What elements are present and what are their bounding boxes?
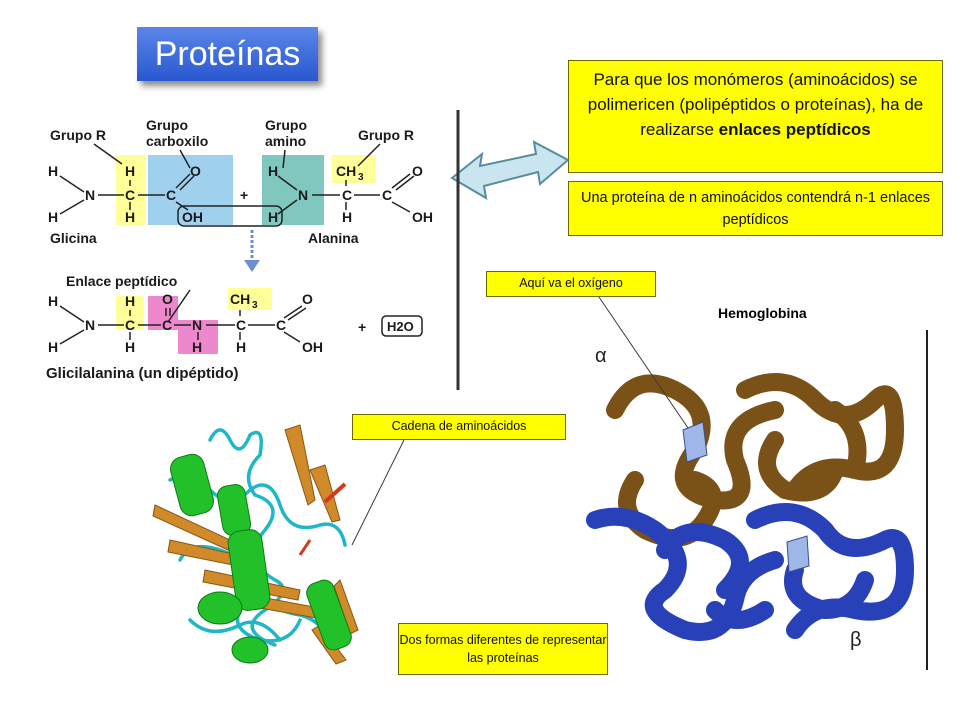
- carboxyl-highlight: [148, 155, 233, 225]
- oxygen-label: Aquí va el oxígeno: [486, 271, 656, 297]
- peptide-bond-text: Para que los monómeros (aminoácidos) se …: [587, 70, 924, 139]
- svg-text:H: H: [48, 293, 58, 309]
- svg-text:3: 3: [252, 300, 258, 311]
- svg-text:H: H: [236, 339, 246, 355]
- representation-note: Dos formas diferentes de representar las…: [398, 623, 608, 675]
- svg-text:C: C: [236, 317, 246, 333]
- svg-text:N: N: [298, 187, 308, 203]
- peptide-count-note: Una proteína de n aminoácidos contendrá …: [568, 181, 943, 236]
- beta-chains: [586, 503, 914, 641]
- svg-text:H: H: [48, 209, 58, 225]
- beta-label: β: [850, 629, 862, 651]
- svg-text:O: O: [302, 291, 313, 307]
- svg-text:H: H: [342, 209, 352, 225]
- svg-text:OH: OH: [302, 339, 323, 355]
- side-chain-highlight-1: [116, 155, 146, 225]
- svg-text:C: C: [276, 317, 286, 333]
- label-dipeptide: Glicilalanina (un dipéptido): [46, 365, 239, 382]
- svg-text:CH: CH: [336, 163, 356, 179]
- water-molecule: H2O: [387, 319, 414, 334]
- svg-text:H: H: [125, 209, 135, 225]
- svg-text:H: H: [125, 293, 135, 309]
- peptide-bond-explanation: Para que los monómeros (aminoácidos) se …: [568, 60, 943, 173]
- hemoglobin-model: α β: [586, 330, 928, 670]
- svg-text:C: C: [125, 317, 135, 333]
- svg-text:+: +: [358, 319, 366, 335]
- svg-text:H: H: [125, 163, 135, 179]
- svg-text:H: H: [48, 163, 58, 179]
- svg-text:H: H: [192, 339, 202, 355]
- svg-text:N: N: [85, 317, 95, 333]
- svg-text:C: C: [162, 317, 172, 333]
- page-title: Proteínas: [137, 27, 318, 81]
- ribbon-protein-model: [152, 424, 359, 665]
- svg-text:C: C: [342, 187, 352, 203]
- label-enlace-peptidico: Enlace peptídico: [66, 273, 177, 289]
- label-grupo-r-2: Grupo R: [358, 127, 414, 143]
- svg-text:H: H: [48, 339, 58, 355]
- label-grupo-amino-2: amino: [265, 133, 306, 149]
- peptide-bond-bold: enlaces peptídicos: [718, 120, 871, 139]
- hemoglobin-title: Hemoglobina: [718, 305, 807, 321]
- label-glicina: Glicina: [50, 230, 97, 246]
- alpha-label: α: [595, 345, 607, 367]
- label-grupo-amino-1: Grupo: [265, 117, 307, 133]
- label-grupo-carboxilo-1: Grupo: [146, 117, 188, 133]
- label-alanina: Alanina: [308, 230, 359, 246]
- label-grupo-r-1: Grupo R: [50, 127, 106, 143]
- svg-text:C: C: [382, 187, 392, 203]
- peptide-reaction-diagram: Grupo R Grupo carboxilo Grupo amino Grup…: [46, 110, 460, 390]
- svg-text:H: H: [268, 163, 278, 179]
- svg-text:3: 3: [358, 172, 364, 183]
- svg-text:N: N: [192, 317, 202, 333]
- amino-chain-label: Cadena de aminoácidos: [352, 414, 566, 440]
- svg-text:OH: OH: [182, 209, 203, 225]
- svg-text:C: C: [125, 187, 135, 203]
- svg-text:O: O: [162, 291, 173, 307]
- svg-text:H: H: [268, 209, 278, 225]
- heme-groups: [682, 421, 810, 573]
- amino-highlight: [262, 155, 324, 225]
- svg-text:CH: CH: [230, 291, 250, 307]
- svg-text:H: H: [125, 339, 135, 355]
- svg-text:O: O: [412, 163, 423, 179]
- svg-text:OH: OH: [412, 209, 433, 225]
- svg-text:+: +: [240, 187, 248, 203]
- svg-text:O: O: [190, 163, 201, 179]
- svg-text:C: C: [166, 187, 176, 203]
- alpha-chains: [606, 373, 904, 547]
- label-grupo-carboxilo-2: carboxilo: [146, 133, 208, 149]
- svg-text:N: N: [85, 187, 95, 203]
- double-arrow-icon: [450, 140, 570, 200]
- side-chain-highlight-2: [332, 155, 376, 183]
